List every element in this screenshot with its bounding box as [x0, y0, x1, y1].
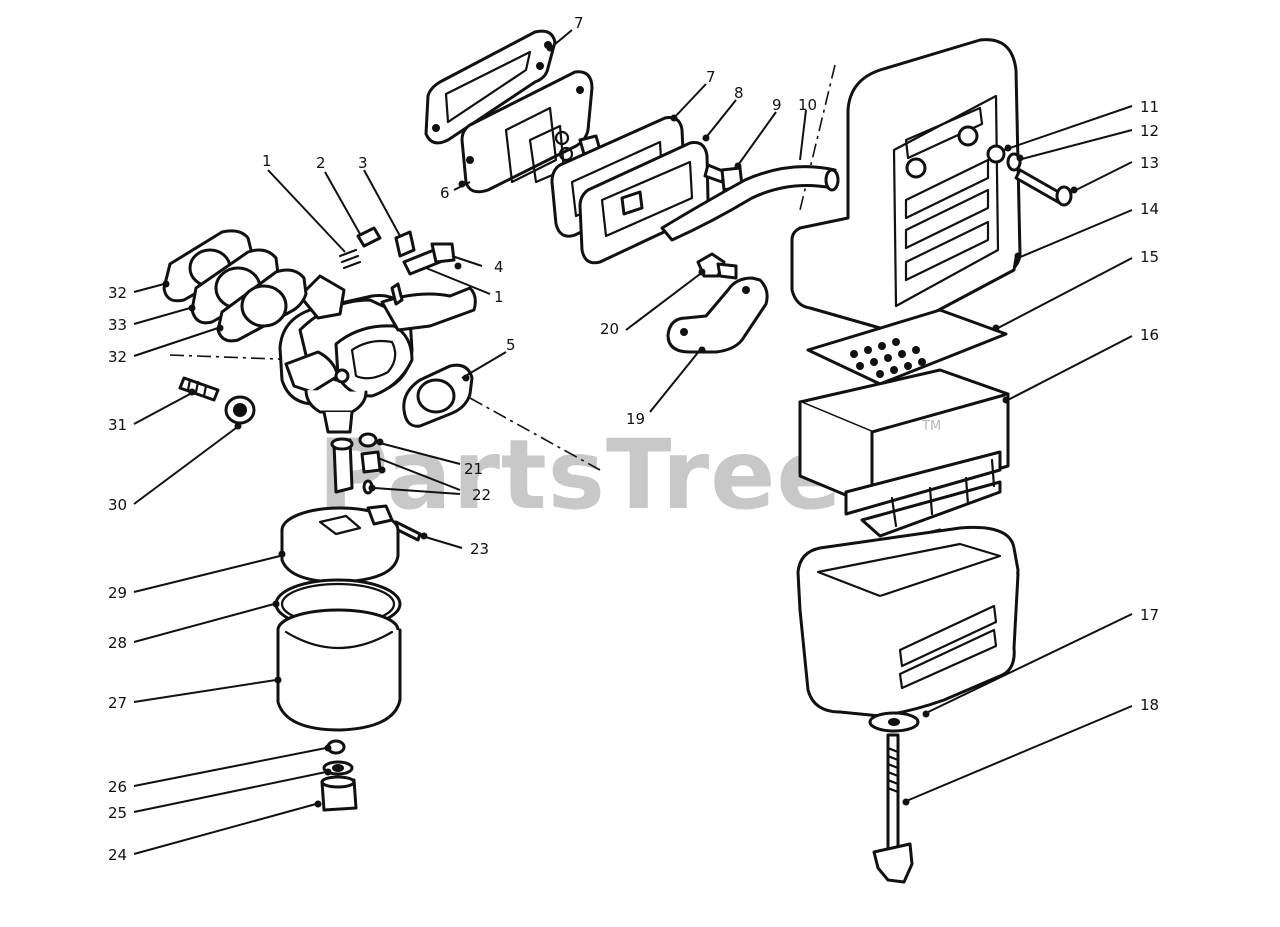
stud-part-18: [872, 733, 914, 884]
callout-8: 8: [734, 84, 744, 102]
callout-17: 17: [1140, 606, 1159, 624]
nut-part-24: [320, 775, 358, 812]
bracket-part-19: [666, 276, 769, 354]
callout-18: 18: [1140, 696, 1159, 714]
callout-30: 30: [108, 496, 127, 514]
callout-4: 4: [494, 258, 504, 276]
screw-part-2: [356, 226, 382, 248]
callout-1-side: 1: [494, 288, 504, 306]
callout-16: 16: [1140, 326, 1159, 344]
callout-24: 24: [108, 846, 127, 864]
bowl-part-27: [276, 608, 402, 732]
callout-28: 28: [108, 634, 127, 652]
screw-part-3: [394, 230, 416, 258]
callout-23: 23: [470, 540, 489, 558]
axis-gasket: [469, 397, 601, 471]
gasket-part-7-top: [424, 29, 557, 145]
callout-26: 26: [108, 778, 127, 796]
callout-25: 25: [108, 804, 127, 822]
spring-part-1: [338, 248, 362, 270]
fuel-fitting-part-21: [330, 432, 378, 494]
callout-33: 33: [108, 316, 127, 334]
tube-part-10: [660, 165, 840, 242]
callout-19: 19: [626, 410, 645, 428]
callout-7-second: 7: [706, 68, 716, 86]
air-cleaner-base: [796, 525, 1020, 718]
leader-dots: [162, 44, 1078, 808]
watermark: PartsTree: [318, 419, 842, 531]
gasket-part-32-inner: [216, 268, 308, 343]
callout-29: 29: [108, 584, 127, 602]
screen-part-15: [806, 308, 1008, 386]
callout-20: 20: [600, 320, 619, 338]
callout-5: 5: [506, 336, 516, 354]
callout-22: 22: [472, 486, 491, 504]
callout-15: 15: [1140, 248, 1159, 266]
axis-cleaner: [799, 64, 836, 211]
screw-part-31: [178, 376, 220, 402]
screw-part-13: [1014, 168, 1073, 207]
watermark-tm: TM: [921, 419, 941, 434]
float-part-29: [280, 504, 400, 584]
nut-part-30: [224, 395, 256, 425]
carburetor: [278, 274, 477, 434]
callout-21: 21: [464, 460, 483, 478]
callout-labels: 1 2 3 4 1 5 6 7 7 8 9 10 11 12 13 14 15 …: [108, 14, 1159, 864]
callout-10: 10: [798, 96, 817, 114]
callout-1-top: 1: [262, 152, 272, 170]
callout-32-bottom: 32: [108, 348, 127, 366]
callout-9: 9: [772, 96, 782, 114]
callout-7-top: 7: [574, 14, 584, 32]
callout-14: 14: [1140, 200, 1159, 218]
callout-27: 27: [108, 694, 127, 712]
callout-13: 13: [1140, 154, 1159, 172]
callout-32-top: 32: [108, 284, 127, 302]
leader-lines: [133, 29, 1133, 855]
air-cleaner-cover-part-14: [790, 38, 1022, 331]
screw-part-4: [402, 242, 456, 276]
washer-part-17: [868, 711, 920, 733]
callout-12: 12: [1140, 122, 1159, 140]
callout-3: 3: [358, 154, 368, 172]
filter-support: [844, 450, 1002, 558]
callout-6: 6: [440, 184, 450, 202]
callout-11: 11: [1140, 98, 1159, 116]
gasket-part-5: [402, 363, 474, 428]
callout-31: 31: [108, 416, 127, 434]
callout-2: 2: [316, 154, 326, 172]
